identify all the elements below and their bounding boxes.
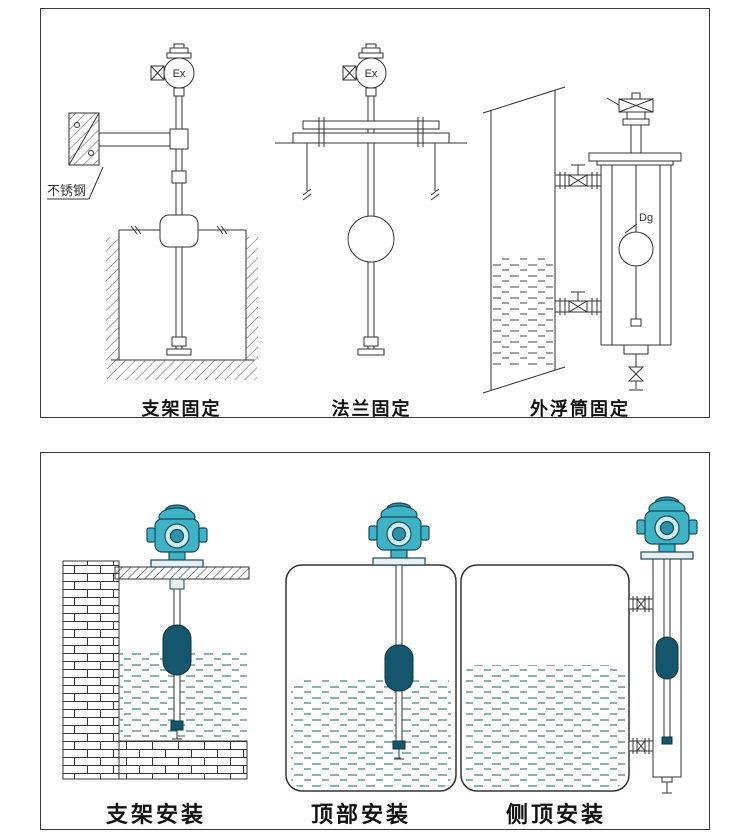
diagram-top-install	[285, 502, 457, 792]
diagram-bracket-fixing: 不锈钢	[47, 43, 258, 380]
support-platform	[114, 566, 250, 580]
brick-base	[118, 740, 248, 780]
caption-external-chamber-fixing: 外浮筒固定	[530, 399, 630, 419]
fixing-methods-drawing: Ex 不锈钢	[47, 43, 682, 394]
rod-clamp	[169, 128, 189, 150]
float	[655, 636, 679, 680]
installation-methods-drawing	[62, 496, 698, 794]
float	[162, 624, 192, 676]
float	[159, 214, 199, 248]
diagram-bracket-install	[62, 504, 250, 780]
installation-methods-panel: 支架安装 顶部安装 侧顶安装	[40, 452, 710, 830]
fixing-methods-panel: Ex 不锈钢	[40, 8, 710, 419]
transmitter-head	[636, 496, 698, 560]
diameter-mark-label: Dg	[639, 212, 653, 224]
chamber-flange	[588, 152, 682, 162]
caption-side-top-install: 侧顶安装	[505, 802, 606, 827]
diagram-side-top-install	[460, 496, 698, 794]
transmitter-head-ex	[342, 43, 387, 97]
float	[618, 231, 654, 267]
liquid	[493, 255, 553, 367]
caption-flange-fixing: 法兰固定	[331, 399, 412, 419]
transmitter-head-ex	[150, 43, 195, 97]
stainless-steel-label: 不锈钢	[47, 183, 86, 198]
diagram-external-chamber-fixing: Dg	[482, 86, 682, 394]
transmitter-head	[146, 504, 208, 568]
caption-top-install: 顶部安装	[310, 802, 411, 827]
tank-flange	[292, 132, 450, 144]
bracket-arm	[98, 132, 176, 147]
float	[384, 644, 414, 692]
drain-valve-symbol	[627, 366, 645, 375]
brick-wall	[62, 560, 120, 780]
transmitter-head	[368, 502, 430, 566]
liquid	[465, 665, 625, 787]
ball-float	[347, 215, 395, 263]
diagram-flange-fixing	[275, 43, 467, 356]
liquid	[291, 677, 451, 787]
valve-symbol	[568, 174, 579, 187]
flange-plate	[302, 120, 440, 130]
caption-bracket-install: 支架安装	[105, 802, 206, 827]
caption-bracket-fixing: 支架固定	[141, 399, 222, 419]
valve-symbol	[568, 300, 579, 313]
